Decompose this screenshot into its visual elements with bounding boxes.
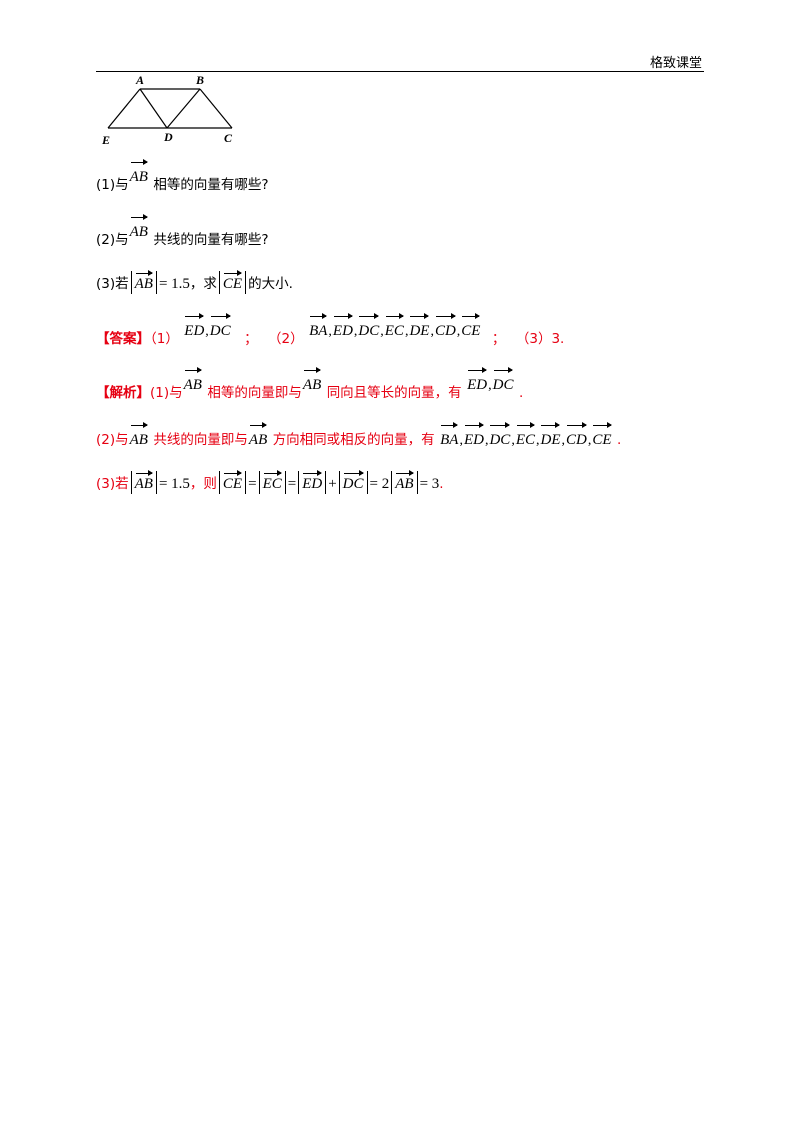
answer-line: 【答案】（1） ED,DC ； （2） BA,ED,DC,EC,DE,CD,CE… bbox=[96, 313, 564, 354]
vector-ed-magnitude: ED bbox=[302, 470, 323, 494]
vector-ab-magnitude: AB bbox=[395, 470, 414, 494]
header-rule bbox=[96, 71, 704, 72]
answer-vector: ED bbox=[184, 313, 205, 345]
header-label: 格致课堂 bbox=[649, 56, 702, 71]
point-label-c: C bbox=[224, 131, 233, 145]
analysis-vector: EC bbox=[516, 422, 536, 454]
vector-ab: AB bbox=[184, 367, 203, 399]
answer-vector: CE bbox=[461, 313, 481, 345]
answer-vector: EC bbox=[385, 313, 405, 345]
analysis-vector: BA bbox=[440, 422, 459, 454]
segment-ad bbox=[139, 88, 168, 129]
answer-vector: CD bbox=[435, 313, 456, 345]
point-label-e: E bbox=[101, 133, 110, 147]
analysis-line-2: (2)与AB 共线的向量即与AB 方向相同或相反的向量，有 BA,ED,DC,E… bbox=[96, 422, 621, 455]
analysis-line-1: 【解析】(1)与AB 相等的向量即与AB 同向且等长的向量，有 ED,DC . bbox=[96, 367, 523, 408]
analysis-tag: 【解析】 bbox=[96, 385, 150, 401]
vector-ce-magnitude: CE bbox=[223, 270, 243, 294]
vector-ab-magnitude: AB bbox=[135, 270, 154, 294]
question-2: (2)与AB 共线的向量有哪些? bbox=[96, 214, 269, 254]
vector-ab: AB bbox=[130, 214, 149, 246]
vector-ce-magnitude: CE bbox=[223, 470, 243, 494]
analysis-vector: CE bbox=[592, 422, 612, 454]
answer-tag: 【答案】 bbox=[96, 331, 150, 347]
vector-ab: AB bbox=[130, 422, 149, 454]
answer-vector: BA bbox=[309, 313, 328, 345]
vector-ab: AB bbox=[130, 159, 149, 191]
vector-ab: AB bbox=[303, 367, 322, 399]
answer-vector: DC bbox=[210, 313, 231, 345]
vector-ab-magnitude: AB bbox=[135, 470, 154, 494]
analysis-vector: DC bbox=[493, 367, 513, 399]
vector-ec-magnitude: EC bbox=[263, 470, 282, 494]
point-label-d: D bbox=[163, 130, 173, 144]
answer-vector: ED bbox=[333, 313, 353, 345]
point-label-b: B bbox=[195, 73, 204, 87]
segment-db bbox=[166, 88, 201, 129]
point-label-a: A bbox=[135, 73, 144, 87]
vector-ab: AB bbox=[249, 422, 268, 454]
analysis-vector: ED bbox=[464, 422, 484, 454]
segment-bc bbox=[199, 88, 233, 129]
trapezoid-figure: A B E D C bbox=[101, 73, 233, 147]
answer-vector: DE bbox=[409, 313, 430, 345]
analysis-vector: ED bbox=[467, 367, 488, 399]
analysis-vector: DC bbox=[489, 422, 510, 454]
analysis-vector: DE bbox=[540, 422, 561, 454]
answer-vector: DC bbox=[358, 313, 379, 345]
question-1: (1)与AB 相等的向量有哪些? bbox=[96, 159, 269, 199]
vector-dc-magnitude: DC bbox=[343, 470, 364, 494]
segment-ea bbox=[107, 88, 141, 129]
analysis-vector: CD bbox=[566, 422, 587, 454]
